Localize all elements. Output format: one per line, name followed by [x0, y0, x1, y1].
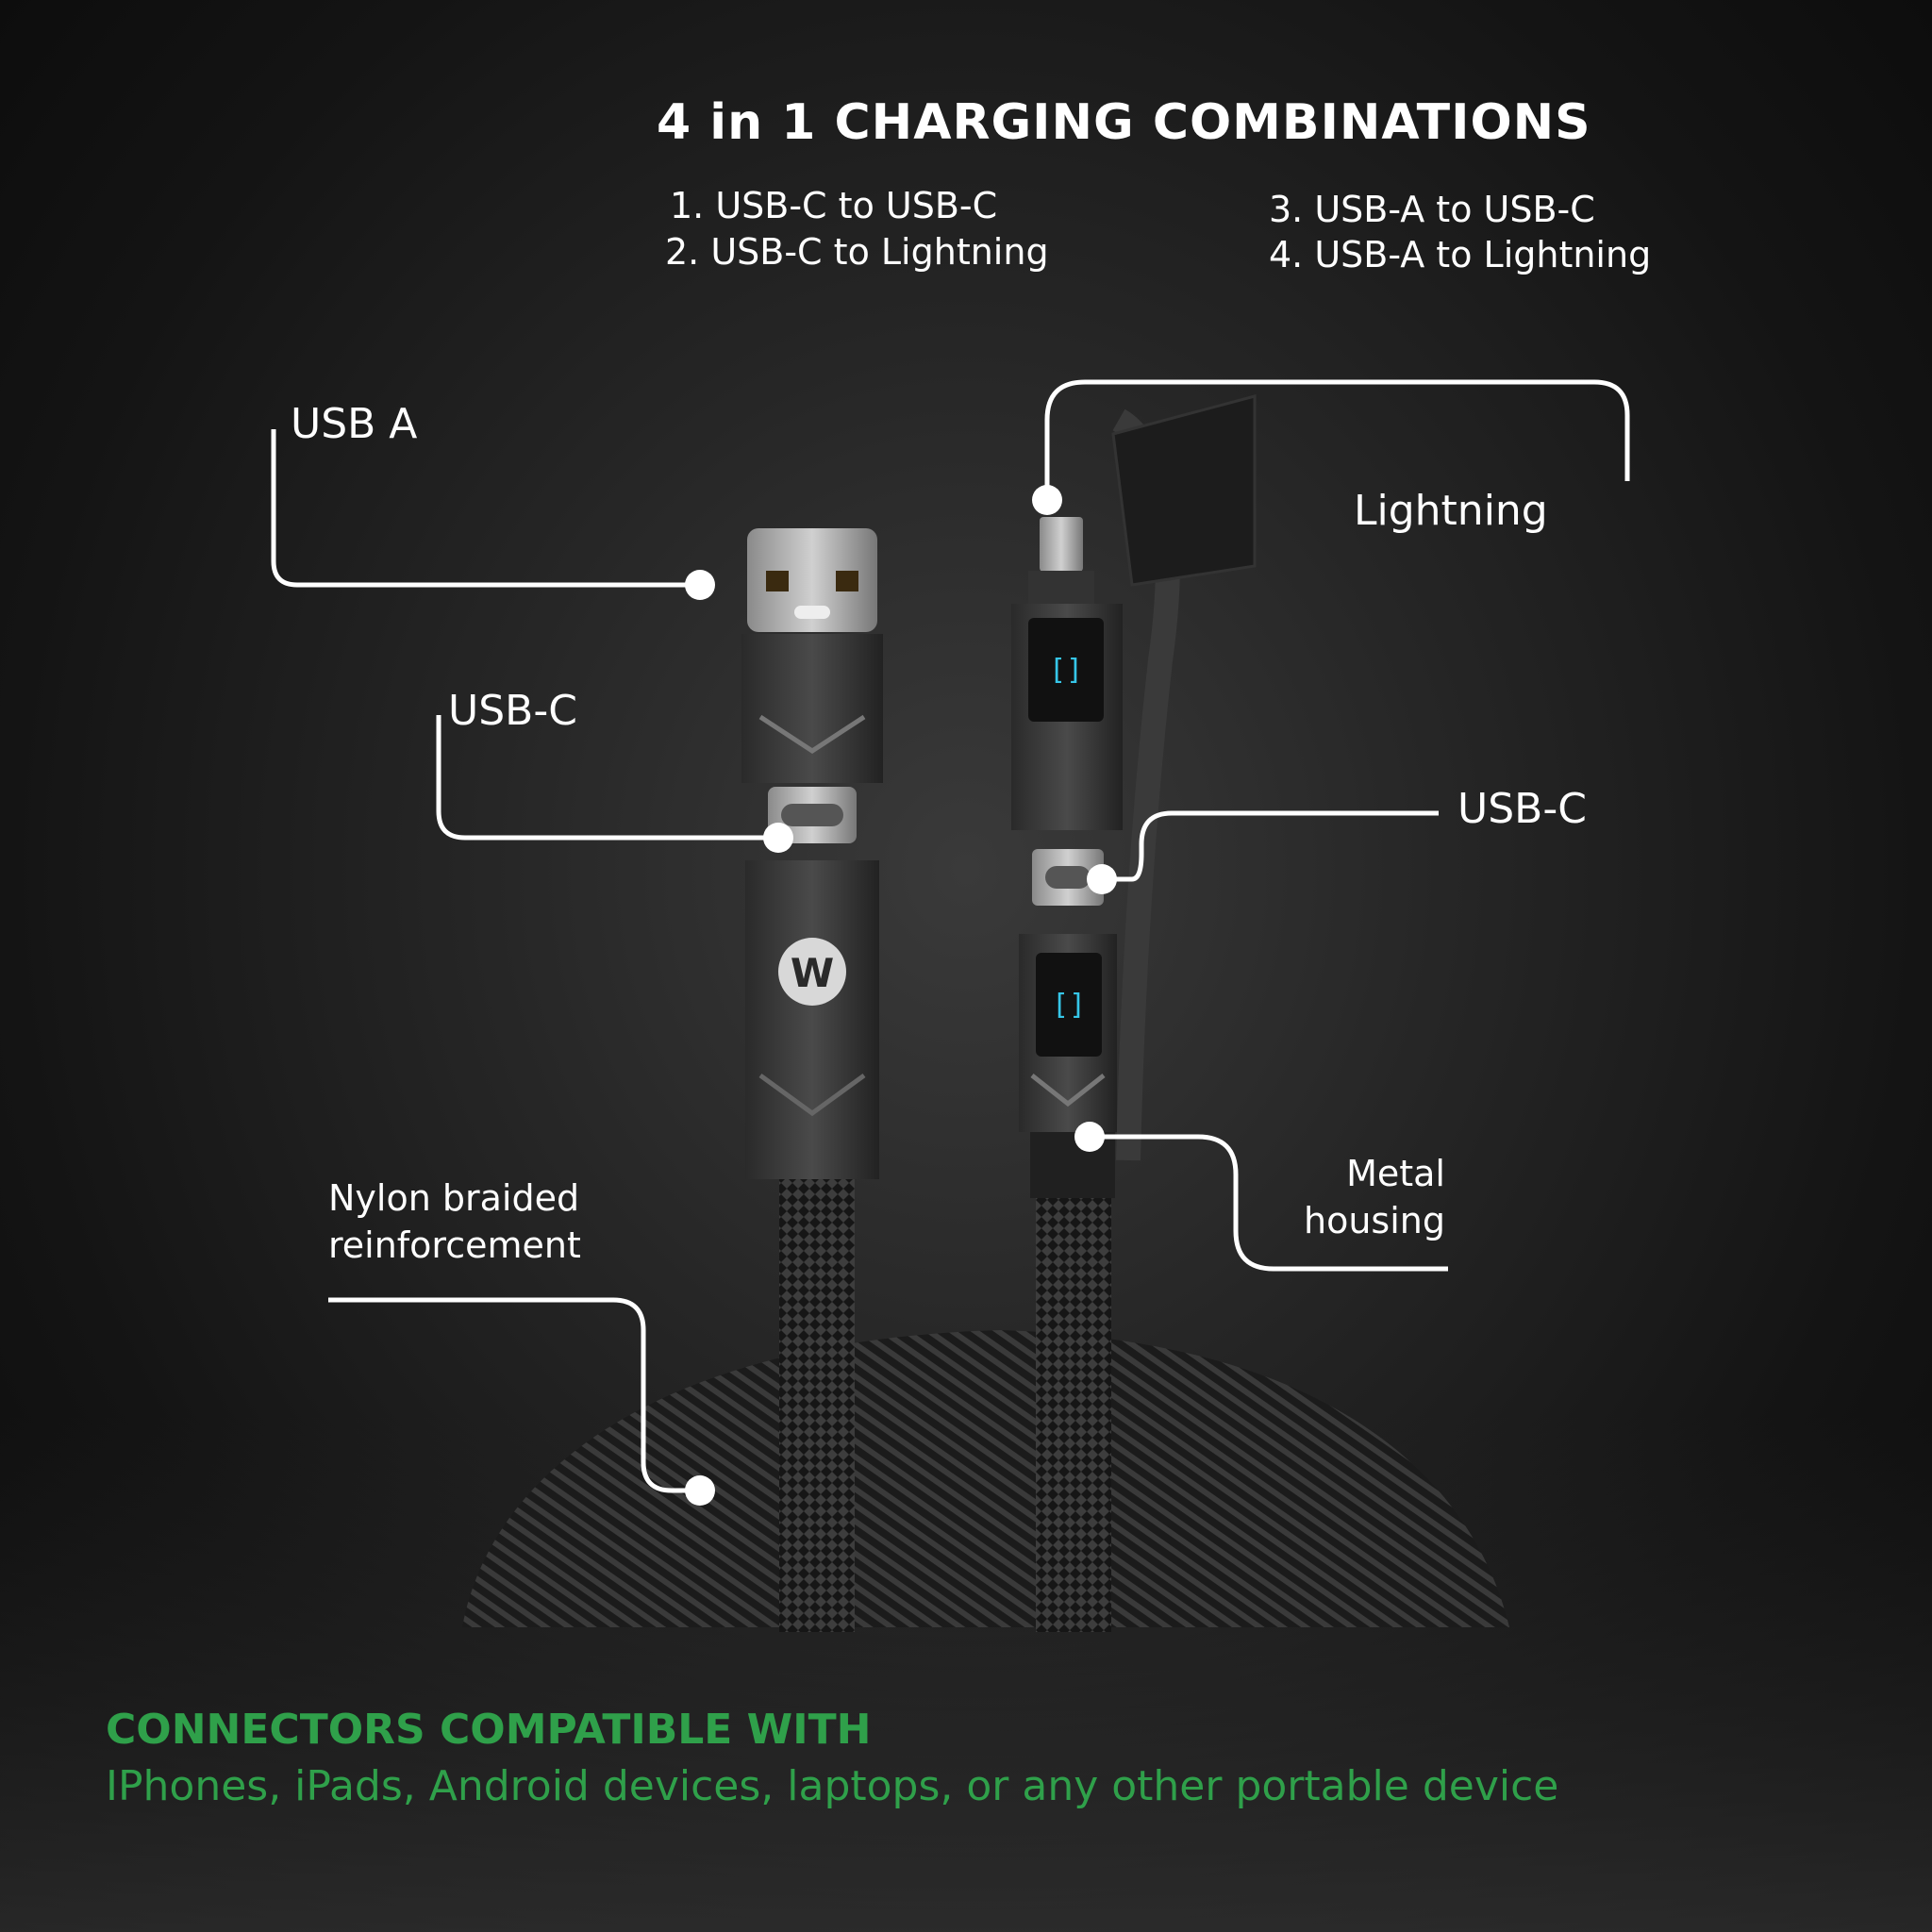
combination-item-1: 1. USB-C to USB-C	[670, 185, 998, 226]
right-connector: [] []	[1011, 394, 1257, 1632]
callout-dots	[685, 485, 1117, 1506]
left-cable-braid	[779, 1179, 855, 1632]
dot-usb-c-right	[1087, 864, 1117, 894]
usb-a-plug	[747, 528, 877, 632]
label-usb-c-right: USB-C	[1457, 785, 1587, 833]
compatibility-devices: IPhones, iPads, Android devices, laptops…	[106, 1762, 1559, 1810]
label-metal-line2: housing	[1304, 1200, 1445, 1241]
coiled-cable	[462, 1330, 1509, 1627]
label-nylon-line1: Nylon braided	[328, 1177, 580, 1219]
usb-c-display	[1036, 953, 1102, 1057]
callout-lines	[271, 379, 1630, 1493]
page-title: 4 in 1 CHARGING COMBINATIONS	[657, 94, 1591, 151]
label-usb-a: USB A	[291, 400, 418, 448]
dot-usb-a	[685, 570, 715, 600]
dot-lightning	[1032, 485, 1062, 515]
callout-line-nylon	[328, 1297, 700, 1493]
label-nylon-line2: reinforcement	[328, 1224, 581, 1266]
combination-item-3: 3. USB-A to USB-C	[1269, 189, 1595, 230]
svg-text:[]: []	[1052, 989, 1086, 1022]
right-cable-braid	[1036, 1198, 1111, 1632]
combination-item-2: 2. USB-C to Lightning	[665, 231, 1049, 273]
svg-text:[]: []	[1049, 654, 1083, 687]
left-connector: W	[741, 528, 883, 1632]
callout-line-lightning	[1044, 379, 1630, 500]
callout-line-metal-housing	[1090, 1134, 1448, 1272]
lightning-tip	[1040, 517, 1083, 572]
left-main-housing	[745, 860, 879, 1179]
compatibility-heading: CONNECTORS COMPATIBLE WITH	[106, 1706, 872, 1754]
label-metal-line1: Metal	[1346, 1153, 1445, 1194]
callout-line-usb-c-right	[1102, 810, 1439, 882]
label-usb-c-left: USB-C	[448, 687, 577, 735]
label-lightning: Lightning	[1354, 487, 1548, 535]
w-logo-icon	[778, 938, 846, 1006]
callout-line-usb-a	[271, 429, 700, 588]
callout-line-usb-c-left	[436, 715, 778, 841]
combination-item-4: 4. USB-A to Lightning	[1269, 234, 1652, 275]
lightning-display	[1028, 618, 1104, 722]
svg-text:W: W	[791, 950, 834, 996]
lightning-cap	[1111, 394, 1257, 587]
dot-usb-c-left	[763, 823, 793, 853]
dot-nylon	[685, 1475, 715, 1506]
dot-metal-housing	[1074, 1122, 1105, 1152]
usb-a-housing	[741, 634, 883, 783]
